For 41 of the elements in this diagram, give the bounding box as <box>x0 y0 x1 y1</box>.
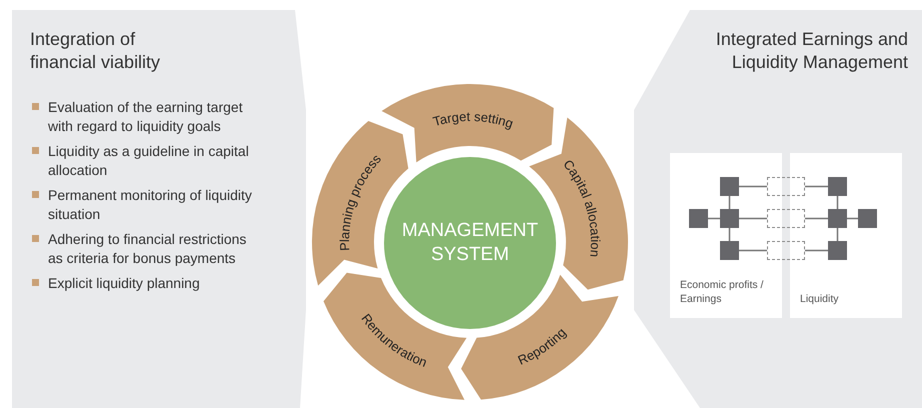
info-panel <box>634 10 922 408</box>
dashed-box <box>767 241 805 260</box>
square-node <box>858 209 877 228</box>
bullet-text: Explicit liquidity planning <box>48 274 201 293</box>
connector-line <box>739 250 767 252</box>
bullet-text: Liquidity as a guideline in capital allocation <box>48 142 250 180</box>
segment-label: Target setting <box>431 109 516 132</box>
cycle-arrow-segment <box>461 274 618 400</box>
square-node <box>720 177 739 196</box>
square-node <box>828 177 847 196</box>
connector-line <box>805 250 828 252</box>
connector-line <box>739 218 767 220</box>
bullet-text: Adhering to financial restrictions as criteria for bonus payments <box>48 230 248 268</box>
connector-line <box>805 218 828 220</box>
connector-line <box>739 186 767 188</box>
cycle-arrow-segment <box>324 272 467 400</box>
dashed-box <box>767 177 805 196</box>
connector-line <box>805 186 828 188</box>
bullet-text: Permanent monitoring of liquidity situation <box>48 186 253 224</box>
connector-line <box>708 218 720 220</box>
connector-line <box>728 228 730 241</box>
connector-line <box>836 228 838 241</box>
card <box>790 153 902 318</box>
card-caption: Liquidity <box>800 292 840 306</box>
info-panel <box>12 10 306 408</box>
square-node <box>720 209 739 228</box>
connector-line <box>836 196 838 209</box>
card <box>670 153 782 318</box>
connector-line <box>847 218 858 220</box>
connector-line <box>728 196 730 209</box>
panel-heading: Integration of financial viability <box>30 28 162 74</box>
bullet-text: Evaluation of the earning target with regard to liquidity goals <box>48 98 244 136</box>
square-node <box>720 241 739 260</box>
circle-label: MANAGEMENT SYSTEM <box>400 219 540 267</box>
square-node <box>828 209 847 228</box>
square-node <box>689 209 708 228</box>
dashed-box <box>767 209 805 228</box>
square-node <box>828 241 847 260</box>
cycle-arrow-segment <box>382 84 554 162</box>
panel-heading: Integrated Earnings and Liquidity Management <box>714 28 908 74</box>
card-caption: Economic profits / Earnings <box>680 278 764 306</box>
